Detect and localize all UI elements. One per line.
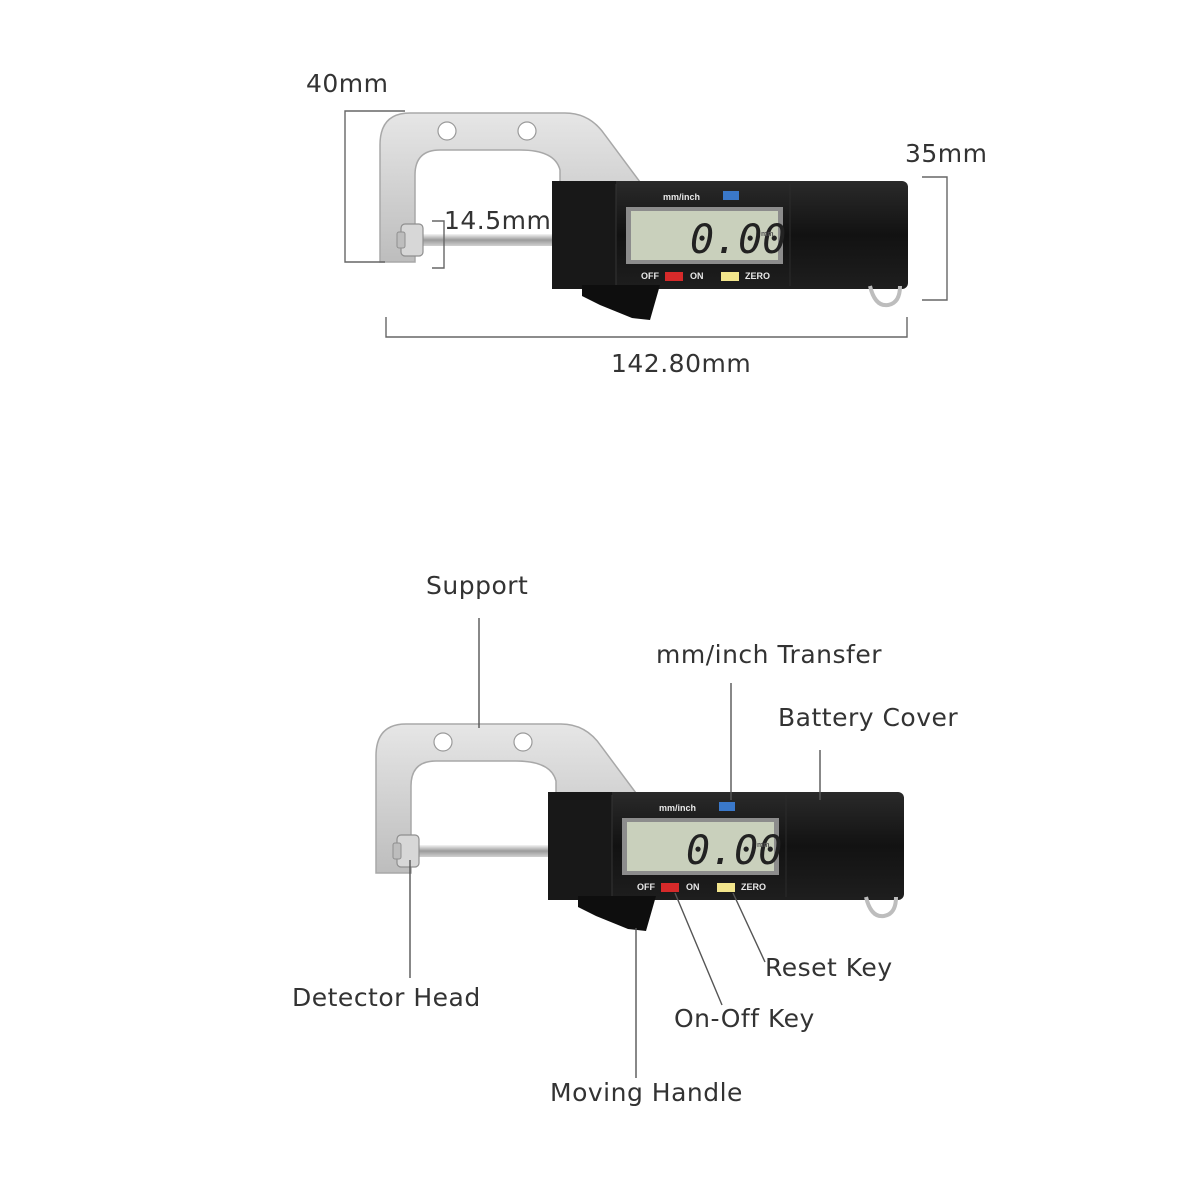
- onoff-label: On-Off Key: [674, 1004, 815, 1033]
- on-off-key: [665, 272, 683, 281]
- reset-label: Reset Key: [765, 953, 893, 982]
- length-dimension-label: 142.80mm: [611, 349, 751, 378]
- depth-dimension-line: [922, 176, 948, 301]
- depth-dimension-label: 35mm: [905, 139, 988, 168]
- gap-dimension-label: 14.5mm: [444, 206, 551, 235]
- zero-label-2: ZERO: [741, 882, 766, 892]
- off-label-2: OFF: [637, 882, 655, 892]
- unit-key: [723, 191, 739, 200]
- unit-button-label-2: mm/inch: [659, 803, 696, 813]
- support-label: Support: [426, 571, 528, 600]
- gap-dimension-line: [432, 220, 445, 269]
- handle-label: Moving Handle: [550, 1078, 743, 1107]
- zero-label: ZERO: [745, 271, 770, 281]
- lcd-unit-2: mm: [757, 842, 769, 849]
- height-dimension-line: [344, 110, 405, 263]
- on-label: ON: [690, 271, 704, 281]
- zero-key-2: [717, 883, 735, 892]
- height-dimension-label: 40mm: [306, 69, 389, 98]
- onoff-leader: [674, 892, 723, 1006]
- unit-button-label: mm/inch: [663, 192, 700, 202]
- unit-key-2: [719, 802, 735, 811]
- lcd-unit: mm: [761, 231, 773, 238]
- gauge-parts-view: mm/inch 0.00 mm OFF ON ZERO Support mm/i…: [292, 571, 958, 1107]
- zero-key: [721, 272, 739, 281]
- transfer-label: mm/inch Transfer: [656, 640, 882, 669]
- lcd-readout-2: 0.00: [686, 828, 782, 874]
- on-off-key-2: [661, 883, 679, 892]
- battery-label: Battery Cover: [778, 703, 958, 732]
- lcd-readout: 0.00: [690, 217, 786, 263]
- gauge-dimensions-view: mm/inch 0.00 mm OFF ON ZERO 40mm 14.5mm …: [306, 69, 988, 378]
- length-dimension-line: [385, 317, 908, 338]
- on-label-2: ON: [686, 882, 700, 892]
- detector-label: Detector Head: [292, 983, 481, 1012]
- reset-leader: [732, 892, 766, 963]
- off-label: OFF: [641, 271, 659, 281]
